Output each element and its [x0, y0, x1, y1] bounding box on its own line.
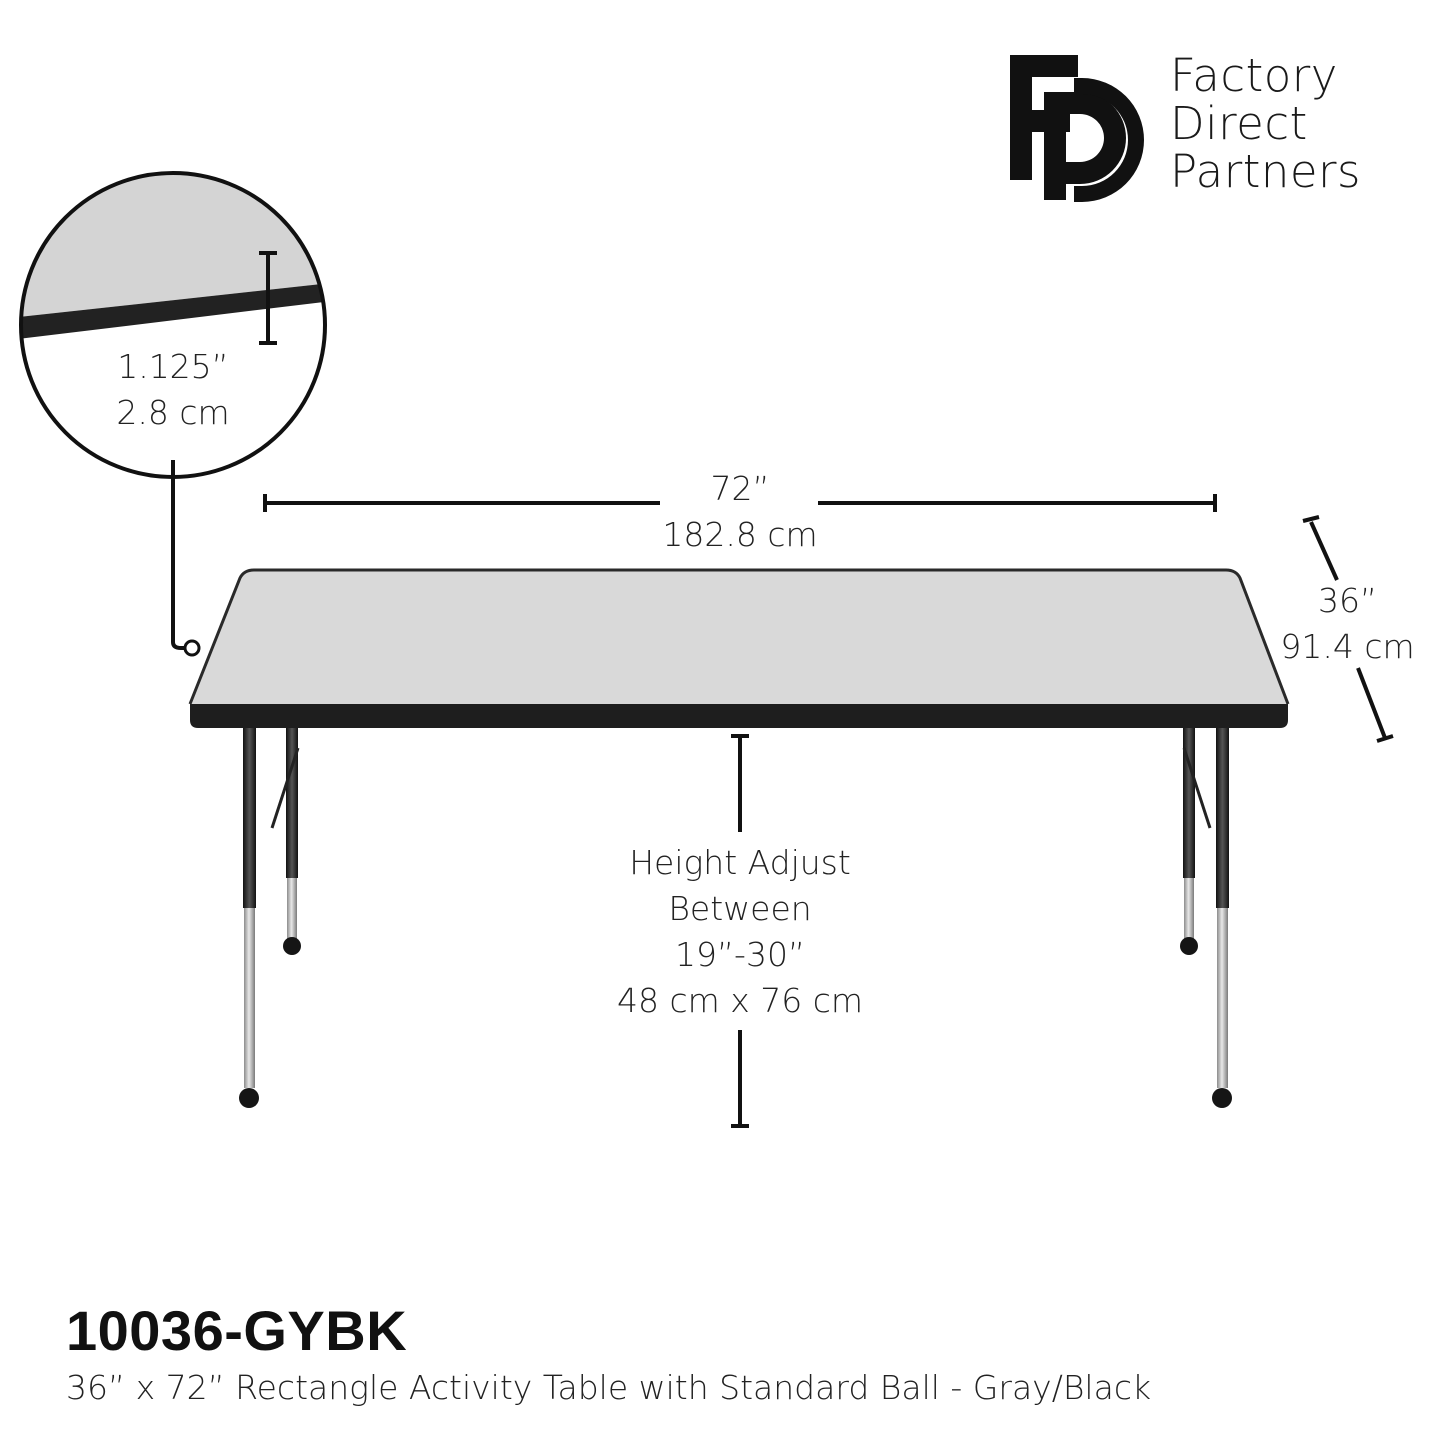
back-legs [270, 728, 1212, 955]
brand-name: Factory Direct Partners [1170, 52, 1361, 196]
brand-name-line-2: Direct [1170, 97, 1308, 150]
width-dimension-line [1302, 515, 1394, 743]
brand-name-line-1: Factory [1170, 49, 1338, 102]
length-label: 72” 182.8 cm [640, 466, 840, 558]
height-metric: 48 cm x 76 cm [616, 981, 864, 1020]
width-metric: 91.4 cm [1280, 627, 1415, 666]
thickness-metric: 2.8 cm [116, 393, 230, 432]
height-label: Height Adjust Between 19”-30” 48 cm x 76… [590, 840, 890, 1024]
height-line-1: Height Adjust [629, 843, 851, 882]
length-imperial: 72” [710, 469, 770, 508]
thickness-dimension-marker [259, 251, 277, 345]
height-dimension-line [731, 734, 749, 1128]
product-description: 36” x 72” Rectangle Activity Table with … [66, 1368, 1152, 1407]
product-sku: 10036-GYBK [66, 1299, 408, 1362]
brand-name-line-3: Partners [1170, 145, 1361, 198]
fdp-monogram-icon [1010, 55, 1144, 202]
thickness-label: 1.125” 2.8 cm [93, 344, 253, 436]
front-legs [239, 728, 1232, 1108]
height-line-2: Between [668, 889, 812, 928]
width-imperial: 36” [1317, 581, 1378, 620]
tabletop [188, 568, 1290, 728]
length-dimension-line [263, 494, 1217, 512]
thickness-imperial: 1.125” [117, 347, 229, 386]
edge-detail-magnifier [19, 171, 327, 657]
height-range: 19”-30” [674, 935, 806, 974]
length-metric: 182.8 cm [662, 515, 818, 554]
width-label: 36” 91.4 cm [1275, 578, 1420, 670]
